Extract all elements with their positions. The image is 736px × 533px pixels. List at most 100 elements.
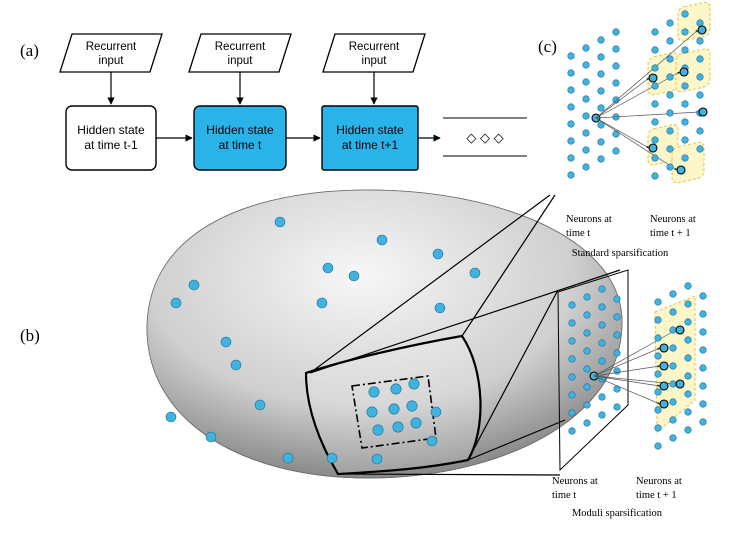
panel-c-label: (c) bbox=[538, 37, 557, 56]
moduli-neurons-t1 bbox=[654, 282, 707, 450]
std-neuron-t1 bbox=[681, 46, 689, 54]
std-neuron-t bbox=[612, 79, 620, 87]
mod-neuron-t1 bbox=[684, 408, 692, 416]
std-neuron-t bbox=[567, 103, 575, 111]
mod-neuron-t bbox=[568, 355, 576, 363]
torus-neuron bbox=[376, 234, 388, 246]
panel-b-label: (b) bbox=[20, 326, 40, 345]
mod-neuron-t1 bbox=[669, 380, 677, 388]
recurrent-input-1-line2: input bbox=[99, 55, 125, 67]
mod-neuron-t bbox=[568, 391, 576, 399]
torus-neuron bbox=[274, 216, 286, 228]
std-neuron-t1 bbox=[651, 28, 659, 36]
torus-neuron bbox=[326, 452, 338, 464]
recurrent-input-3-line1: Recurrent bbox=[349, 41, 400, 53]
mod-neuron-t bbox=[568, 319, 576, 327]
mod-neuron-t bbox=[598, 285, 606, 293]
hidden-state-3-line2: at time t+1 bbox=[342, 138, 399, 152]
std-neuron-t bbox=[582, 112, 590, 120]
torus-patch-neuron bbox=[390, 383, 402, 395]
std-neuron-t bbox=[567, 86, 575, 94]
hidden-state-t: Hidden state at time t bbox=[193, 105, 287, 171]
moduli-plane bbox=[557, 269, 629, 472]
mod-neuron-t1 bbox=[684, 300, 692, 308]
mod-left-label-1: Neurons at bbox=[552, 476, 598, 487]
mod-neuron-t bbox=[598, 357, 606, 365]
std-neuron-t1 bbox=[696, 37, 704, 45]
std-neuron-t1 bbox=[696, 91, 704, 99]
std-left-label-1: Neurons at bbox=[566, 214, 612, 225]
std-neuron-t bbox=[567, 154, 575, 162]
caption-standard: Standard sparsification bbox=[572, 248, 669, 259]
mod-neuron-t bbox=[613, 295, 621, 303]
projection-lines bbox=[309, 194, 621, 476]
std-neuron-t bbox=[582, 78, 590, 86]
mod-neuron-t1 bbox=[654, 316, 662, 324]
mod-neuron-t bbox=[583, 419, 591, 427]
panel-a-label: (a) bbox=[20, 41, 39, 60]
std-neuron-t1 bbox=[681, 154, 689, 162]
mod-neuron-t1 bbox=[699, 364, 707, 372]
mod-neuron-t1 bbox=[699, 400, 707, 408]
std-neuron-t bbox=[597, 53, 605, 61]
torus-neuron bbox=[426, 435, 438, 447]
std-neuron-t1 bbox=[651, 172, 659, 180]
mod-connection bbox=[593, 364, 661, 377]
std-neuron-t1 bbox=[651, 82, 659, 90]
std-left-label-2: time t bbox=[566, 228, 590, 239]
mod-neuron-t1 bbox=[669, 344, 677, 352]
mod-neuron-t1 bbox=[669, 434, 677, 442]
torus-patch-neuron bbox=[392, 421, 404, 433]
std-neuron-t1 bbox=[651, 154, 659, 162]
std-neuron-t1 bbox=[681, 100, 689, 108]
std-neuron-t1 bbox=[681, 10, 689, 18]
standard-connections bbox=[595, 29, 700, 171]
recurrent-input-3: Recurrent input bbox=[322, 33, 426, 73]
std-neuron-t1 bbox=[696, 73, 704, 81]
hidden-state-1-line1: Hidden state bbox=[77, 123, 145, 137]
mod-neuron-t bbox=[598, 411, 606, 419]
mod-neuron-t1 bbox=[654, 334, 662, 342]
std-active-region bbox=[677, 1, 711, 42]
std-neuron-t bbox=[612, 130, 620, 138]
std-neuron-t1 bbox=[681, 118, 689, 126]
mod-neuron-t1 bbox=[669, 398, 677, 406]
torus-neuron bbox=[205, 431, 217, 443]
std-neuron-t bbox=[612, 147, 620, 155]
std-neuron-t bbox=[612, 28, 620, 36]
std-neuron-t1 bbox=[666, 163, 674, 171]
torus-neuron bbox=[348, 270, 360, 282]
mod-connection bbox=[593, 375, 661, 405]
mod-neuron-t1 bbox=[699, 328, 707, 336]
torus-patch-neuron bbox=[410, 417, 422, 429]
torus-neuron bbox=[371, 453, 383, 465]
mod-neuron-t bbox=[568, 409, 576, 417]
torus-patch-neuron bbox=[372, 424, 384, 436]
mod-neuron-t bbox=[613, 349, 621, 357]
mod-neuron-t bbox=[568, 427, 576, 435]
std-neuron-t bbox=[567, 52, 575, 60]
std-neuron-t bbox=[582, 146, 590, 154]
mod-target-neuron bbox=[659, 361, 669, 371]
std-neuron-t1 bbox=[666, 127, 674, 135]
std-connection bbox=[595, 29, 699, 119]
hidden-state-t-minus-1: Hidden state at time t-1 bbox=[65, 105, 157, 171]
mod-neuron-t1 bbox=[684, 282, 692, 290]
std-neuron-t bbox=[582, 61, 590, 69]
mod-target-neuron bbox=[675, 325, 685, 335]
std-neuron-t1 bbox=[681, 136, 689, 144]
std-connection bbox=[595, 110, 700, 119]
mod-neuron-t bbox=[583, 365, 591, 373]
std-neuron-t1 bbox=[666, 73, 674, 81]
mod-neuron-t1 bbox=[699, 382, 707, 390]
mod-neuron-t1 bbox=[699, 346, 707, 354]
torus-patch-neuron bbox=[406, 400, 418, 412]
recurrent-input-1: Recurrent input bbox=[59, 33, 163, 73]
torus-patch-neuron bbox=[408, 378, 420, 390]
panel-a: Recurrent input Recurrent input Recurren… bbox=[59, 33, 527, 171]
std-neuron-t1 bbox=[666, 55, 674, 63]
std-neuron-t bbox=[567, 137, 575, 145]
std-neuron-t1 bbox=[651, 64, 659, 72]
std-neuron-t bbox=[597, 70, 605, 78]
